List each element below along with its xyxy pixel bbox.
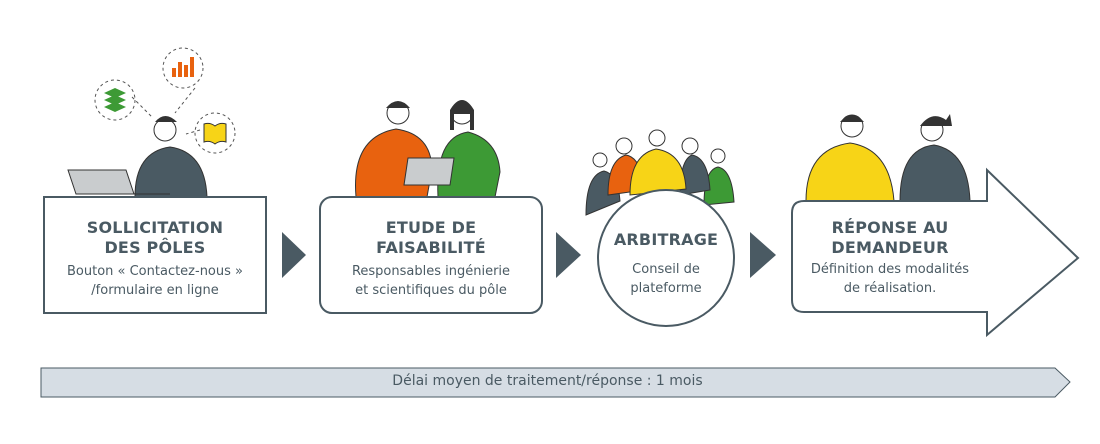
timeline-label: Délai moyen de traitement/réponse : 1 mo… <box>392 373 703 389</box>
bar-chart-icon <box>162 47 204 89</box>
two-people-illustration <box>805 114 971 202</box>
step-box-etude <box>319 196 543 314</box>
title-line: DES PÔLES <box>104 238 206 257</box>
group-illustration <box>585 129 735 216</box>
desc-line: et scientifiques du pôle <box>355 283 507 298</box>
step-arrow-reponse <box>791 167 1080 338</box>
step-description: Conseil de plateforme <box>598 260 734 298</box>
arrow-right-icon <box>556 232 581 278</box>
step-title: ARBITRAGE <box>613 230 719 249</box>
step-circle-arbitrage <box>597 189 735 327</box>
step-box-sollicitation <box>43 196 267 314</box>
two-people-illustration <box>355 100 501 198</box>
desc-line: /formulaire en ligne <box>91 283 219 298</box>
title-line: FAISABILITÉ <box>376 238 486 257</box>
title-line: DEMANDEUR <box>831 238 949 257</box>
desc-line: de réalisation. <box>843 281 937 296</box>
step-arbitrage: ARBITRAGE Conseil de plateforme <box>598 230 734 298</box>
desc-line: Bouton « Contactez-nous » <box>66 264 243 279</box>
person-with-laptop-illustration <box>67 116 208 198</box>
title-line: ETUDE DE <box>385 218 477 237</box>
book-icon <box>194 112 236 154</box>
arrow-right-icon <box>282 232 306 278</box>
step-description: Définition des modalités de réalisation. <box>792 260 988 298</box>
step-description: Bouton « Contactez-nous » /formulaire en … <box>44 262 266 300</box>
timeline-bar <box>40 367 1071 398</box>
title-line: SOLLICITATION <box>86 218 224 237</box>
layers-icon <box>94 79 136 121</box>
desc-line: plateforme <box>630 281 702 296</box>
title-line: RÉPONSE AU <box>831 218 949 237</box>
arrow-right-icon <box>750 232 776 278</box>
desc-line: Responsables ingénierie <box>351 264 511 279</box>
step-description: Responsables ingénierie et scientifiques … <box>320 262 542 300</box>
desc-line: Définition des modalités <box>810 262 970 277</box>
desc-line: Conseil de <box>632 262 700 277</box>
